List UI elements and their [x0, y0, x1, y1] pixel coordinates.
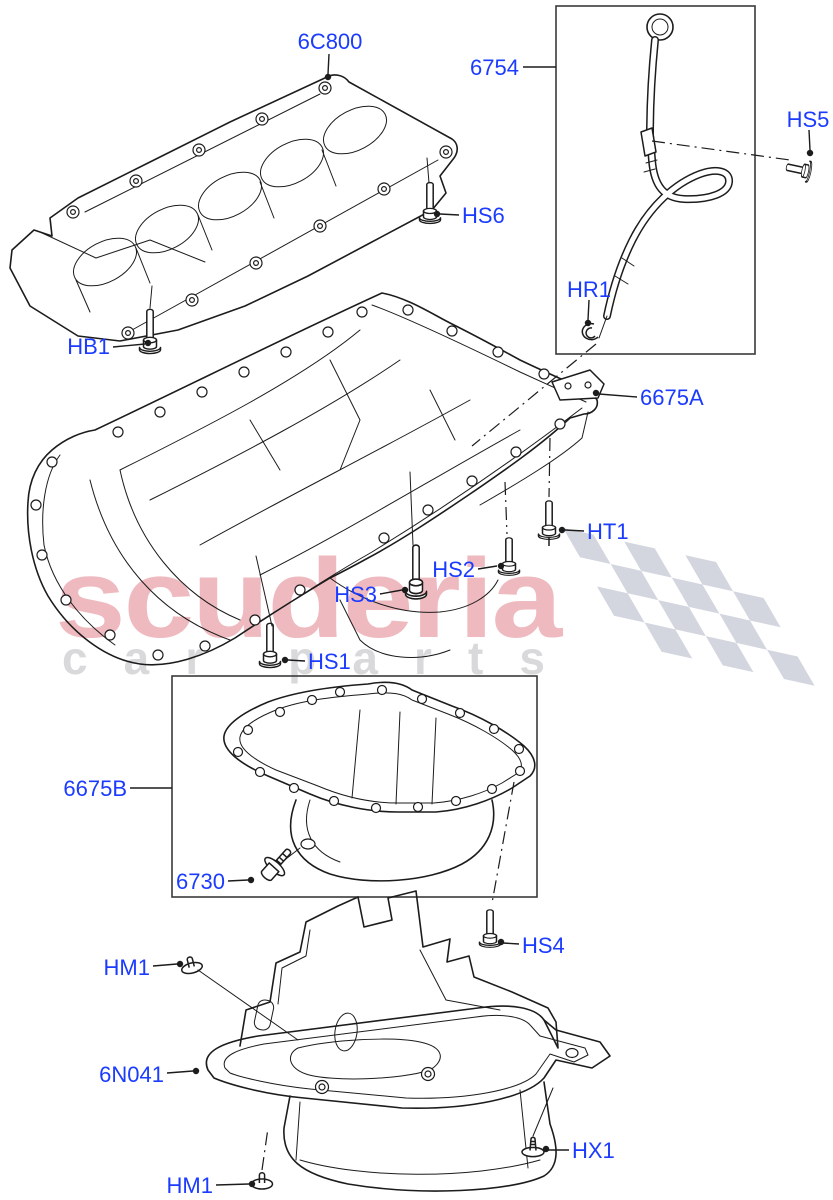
checkered-flag-watermark [563, 528, 815, 686]
clip-hr1-inner [585, 327, 596, 339]
bolt-hs4-art [478, 909, 502, 949]
ladder-frame-art [9, 74, 458, 342]
callout-hx1[interactable]: HX1 [572, 1138, 615, 1163]
callout-hr1[interactable]: HR1 [567, 277, 611, 302]
dipstick-art [598, 13, 733, 339]
callout-6754[interactable]: 6754 [470, 55, 519, 80]
leader-lines [112, 53, 811, 1186]
callout-hs5[interactable]: HS5 [787, 107, 830, 132]
drain-plug-art [260, 848, 292, 882]
dipstick-detail-box [555, 5, 756, 355]
callout-hs6[interactable]: HS6 [462, 203, 505, 228]
callout-ht1[interactable]: HT1 [587, 519, 629, 544]
pan-interior-detail [89, 329, 589, 658]
callout-hb1[interactable]: HB1 [67, 334, 110, 359]
callout-hm1-top[interactable]: HM1 [104, 955, 150, 980]
stud-ht1-art [537, 500, 561, 541]
callouts: 6C800 6754 HS5 HS6 HB1 HR1 6675A HT1 HS2… [63, 29, 829, 1198]
main-oil-pan-art [26, 292, 605, 666]
watermark-primary-text: scuderia [55, 536, 563, 661]
watermark: scuderia car parts [55, 528, 815, 686]
callout-hs1[interactable]: HS1 [308, 649, 351, 674]
acoustic-shield-art [205, 890, 611, 1192]
pan-rear-flange-tab [551, 369, 605, 401]
dipstick-tube-bracket [640, 127, 657, 157]
callout-hs2[interactable]: HS2 [432, 557, 475, 582]
frame-bolt-bosses [66, 81, 453, 340]
bolt-hs5-art [783, 155, 814, 184]
callout-hs3[interactable]: HS3 [334, 582, 377, 607]
callout-6675a[interactable]: 6675A [640, 385, 704, 410]
pin-hm1-bottom-art [250, 1172, 274, 1190]
callout-hs4[interactable]: HS4 [522, 933, 565, 958]
callout-6c800[interactable]: 6C800 [298, 29, 363, 54]
small-pan-detail [306, 709, 437, 863]
callout-6730[interactable]: 6730 [176, 869, 225, 894]
callout-hm1-bottom[interactable]: HM1 [167, 1173, 213, 1198]
leader-dots [144, 73, 814, 1188]
small-pan-rim-holes [232, 684, 526, 814]
pan-rim-holes [30, 304, 566, 661]
small-oil-pan-art [223, 681, 536, 882]
small-pan-detail-box [171, 675, 538, 898]
shield-shell-detail [295, 1089, 541, 1175]
callout-6675b[interactable]: 6675B [63, 776, 127, 801]
guide-lines [149, 140, 791, 1171]
callout-6n041[interactable]: 6N041 [99, 1062, 164, 1087]
